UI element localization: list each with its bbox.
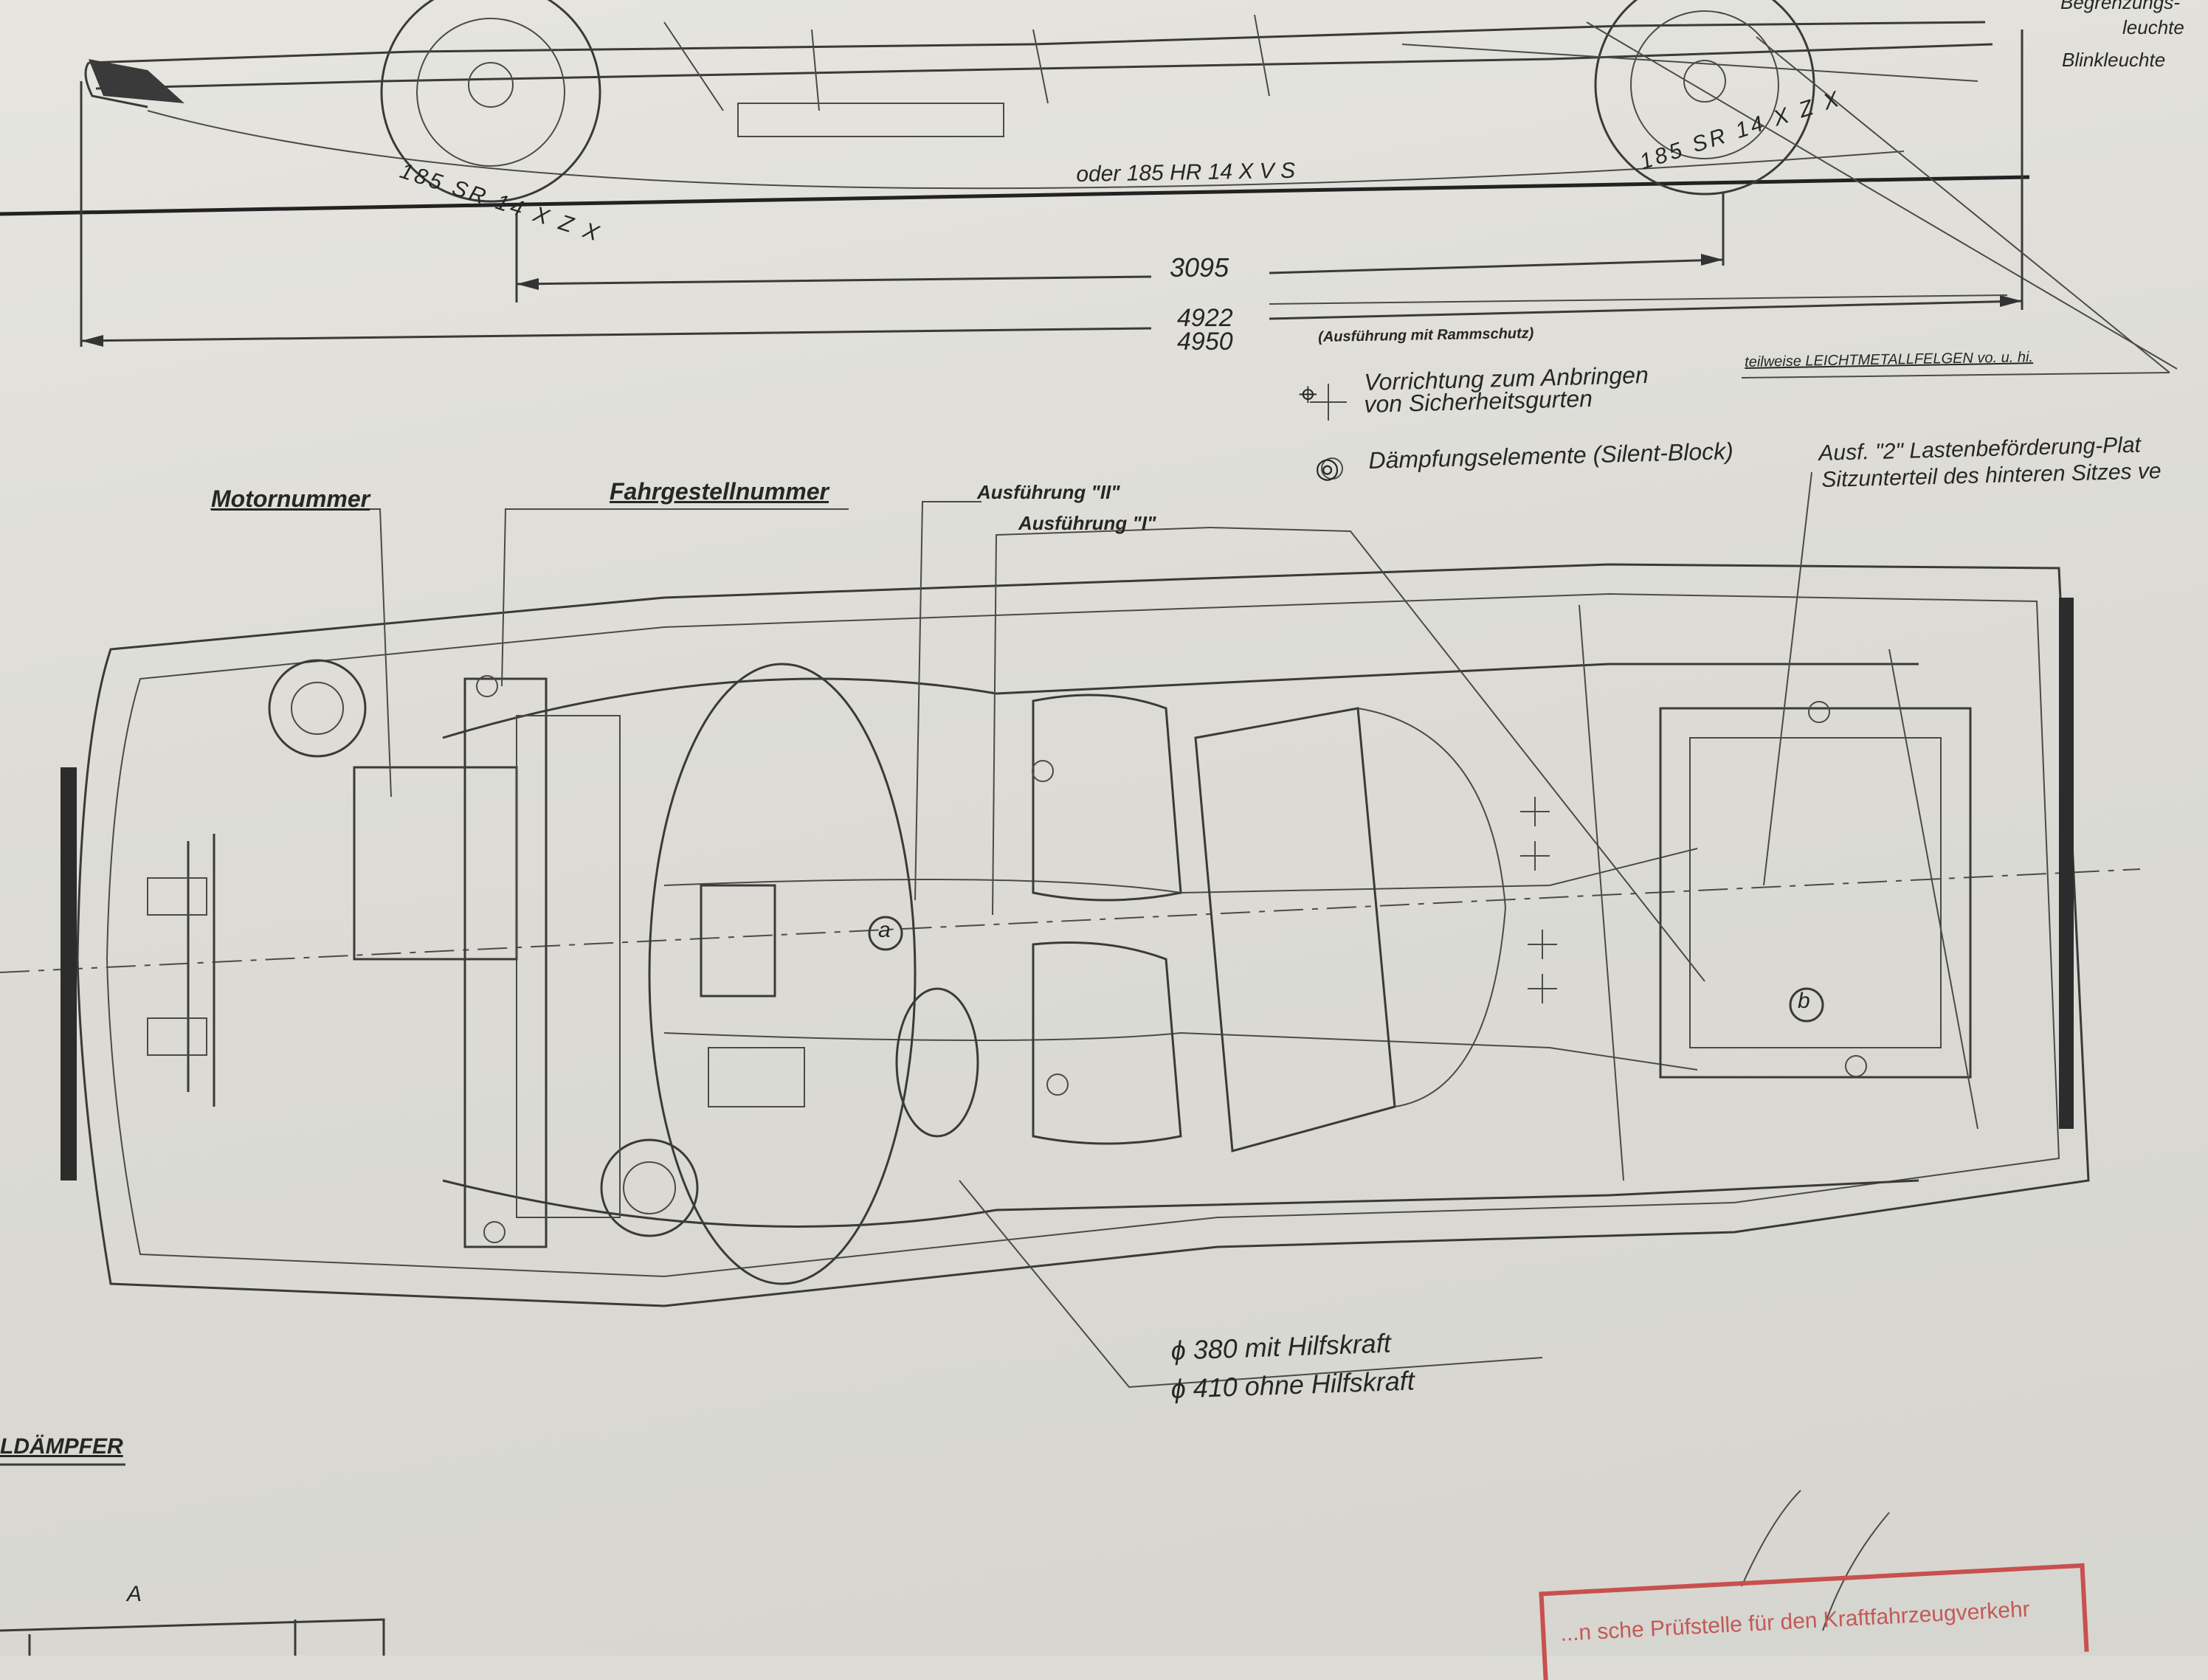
marker-b: b — [1798, 989, 1810, 1013]
label-begrenzung: Begrenzungs- — [2060, 0, 2180, 13]
dimension-length-standard: 4922 — [1177, 304, 1233, 332]
dimension-wheelbase: 3095 — [1170, 252, 1229, 283]
marker-a: a — [878, 918, 891, 942]
label-ausfuehrung-II: Ausführung "II" — [977, 481, 1120, 503]
lower-detail — [0, 1463, 1890, 1656]
label-section-a: A — [127, 1582, 142, 1606]
label-leuchte: leuchte — [2122, 16, 2184, 38]
label-ausfuehrung-I: Ausführung "I" — [1018, 512, 1156, 534]
dimension-length-rammschutz: 4950 — [1177, 328, 1233, 356]
legend-silent-block-symbol: ◎ — [1315, 453, 1340, 484]
label-fahrgestellnummer: Fahrgestellnummer — [610, 478, 829, 505]
label-motornummer: Motornummer — [211, 485, 370, 512]
label-daempfer: LDÄMPFER — [0, 1434, 123, 1459]
underbody-plan-view — [0, 384, 2141, 1389]
side-view — [0, 0, 2178, 378]
tire-label-alternative: oder 185 HR 14 X V S — [1076, 158, 1296, 187]
legend-belt-anchor-symbol: ⌖ — [1299, 376, 1317, 412]
label-blinkleuchte: Blinkleuchte — [2062, 49, 2166, 71]
